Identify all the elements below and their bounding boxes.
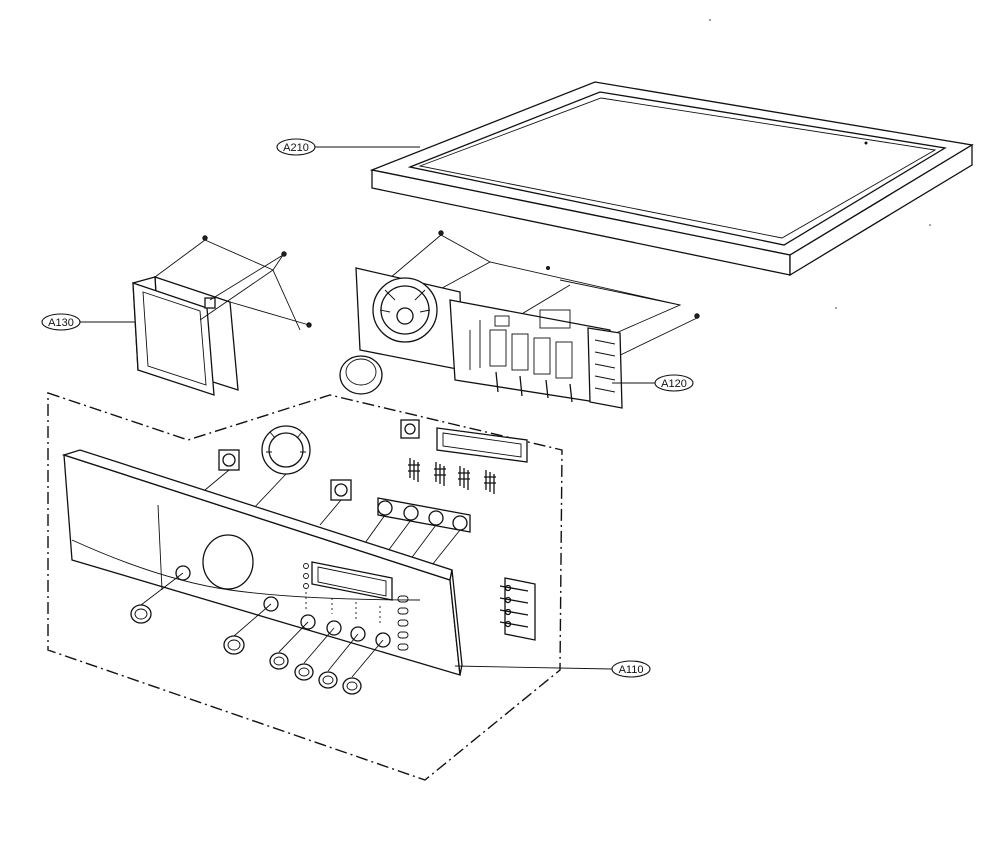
switch-icon bbox=[218, 449, 240, 471]
callout-A130: A130 bbox=[41, 313, 135, 331]
callout-A210: A210 bbox=[276, 138, 420, 156]
callout-A120: A120 bbox=[612, 374, 694, 392]
cover-box[interactable] bbox=[132, 235, 312, 396]
screw-icon bbox=[438, 230, 444, 236]
pcb-assembly[interactable] bbox=[339, 230, 700, 409]
control-panel[interactable] bbox=[61, 419, 536, 695]
switch-icon bbox=[330, 479, 352, 501]
callout-label: A110 bbox=[619, 664, 644, 676]
screw-icon bbox=[306, 322, 312, 328]
display-window-icon bbox=[436, 427, 528, 463]
callout-A110: A110 bbox=[454, 660, 651, 678]
top-cover-plate[interactable] bbox=[369, 81, 974, 277]
spring-contacts bbox=[408, 458, 496, 494]
screw-icon bbox=[694, 313, 700, 319]
screw-icon bbox=[202, 235, 208, 241]
callout-label: A210 bbox=[283, 142, 309, 154]
screw-icon bbox=[281, 251, 287, 257]
callout-label: A130 bbox=[48, 317, 74, 329]
callout-label: A120 bbox=[661, 378, 687, 390]
assembly-boundary bbox=[47, 392, 563, 781]
knob-icons bbox=[130, 604, 362, 695]
